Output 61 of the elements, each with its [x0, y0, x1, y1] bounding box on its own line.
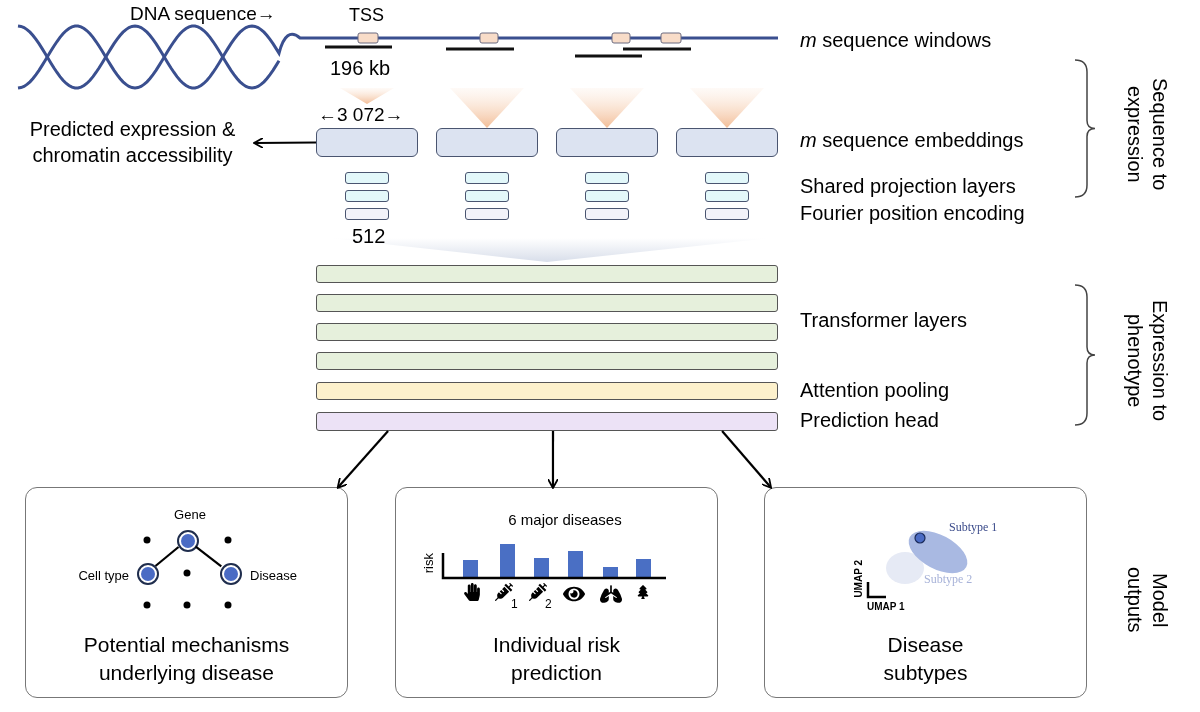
projection-layer-box	[705, 190, 749, 202]
embedding-box	[676, 128, 778, 157]
embedding-box	[436, 128, 538, 157]
attention-pooling-bar	[316, 382, 778, 400]
projection-layer-box	[465, 190, 509, 202]
chart-title: 6 major diseases	[507, 511, 623, 530]
axis-label: UMAP 2	[853, 560, 865, 598]
projection-layer-box	[345, 190, 389, 202]
node-label: Gene	[173, 506, 207, 524]
step-label: m sequence embeddings	[800, 128, 1024, 153]
arrow	[253, 137, 316, 149]
subscript-label: 1	[511, 597, 518, 612]
output-panel	[395, 487, 718, 698]
projection-layer-box	[345, 208, 389, 220]
projection-layer-box	[465, 208, 509, 220]
stage-label: Model outputs	[1123, 566, 1172, 635]
node-label: Disease	[250, 567, 297, 585]
arrow	[547, 431, 559, 489]
step-label: Transformer layers	[800, 308, 968, 333]
arrow	[721, 430, 772, 489]
cluster-label: Subtype 1	[949, 520, 998, 535]
projection-layer-box	[585, 190, 629, 202]
output-annotation-text: Predicted expression & chromatin accessibility	[28, 117, 237, 168]
projection-layer-box	[585, 208, 629, 220]
embedding-box	[556, 128, 658, 157]
transformer-layer-bar	[316, 294, 778, 312]
output-panel	[25, 487, 348, 698]
projection-layer-box	[345, 172, 389, 184]
dimension-label: 512	[352, 224, 386, 249]
projection-layer-box	[705, 172, 749, 184]
projection-layer-box	[465, 172, 509, 184]
prediction-head-bar	[316, 412, 778, 431]
arrow	[336, 430, 389, 489]
transformer-layer-bar	[316, 265, 778, 283]
axis-label: DNA sequence→	[130, 2, 276, 26]
panel-title: Individual risk prediction	[491, 632, 622, 686]
step-label: Attention pooling	[800, 378, 949, 403]
panel-title: Disease subtypes	[882, 632, 969, 686]
transformer-layer-bar	[316, 352, 778, 370]
connector-line	[195, 545, 222, 568]
window-size-label: 196 kb	[330, 56, 391, 81]
connector-line	[154, 546, 180, 567]
step-label: Shared projection layers	[800, 174, 1016, 199]
step-label: Prediction head	[800, 408, 939, 433]
step-label: m sequence windows	[800, 28, 992, 53]
step-label: Fourier position encoding	[800, 201, 1025, 226]
output-panel	[764, 487, 1087, 698]
axis-label: risk	[421, 553, 437, 574]
stage-label: Expression to phenotype	[1123, 299, 1172, 424]
projection-layer-box	[585, 172, 629, 184]
tss-label: TSS	[349, 4, 384, 27]
axis-label: UMAP 1	[867, 601, 905, 614]
subscript-label: 2	[545, 597, 552, 612]
stage-label: Sequence to expression	[1123, 76, 1172, 193]
cluster-label: Subtype 2	[924, 572, 973, 587]
transformer-layer-bar	[316, 323, 778, 341]
panel-title: Potential mechanisms underlying disease	[82, 632, 291, 686]
projection-layer-box	[705, 208, 749, 220]
dimension-label: ←3 072→	[318, 103, 404, 127]
embedding-box	[316, 128, 418, 157]
node-label: Cell type	[78, 567, 129, 585]
